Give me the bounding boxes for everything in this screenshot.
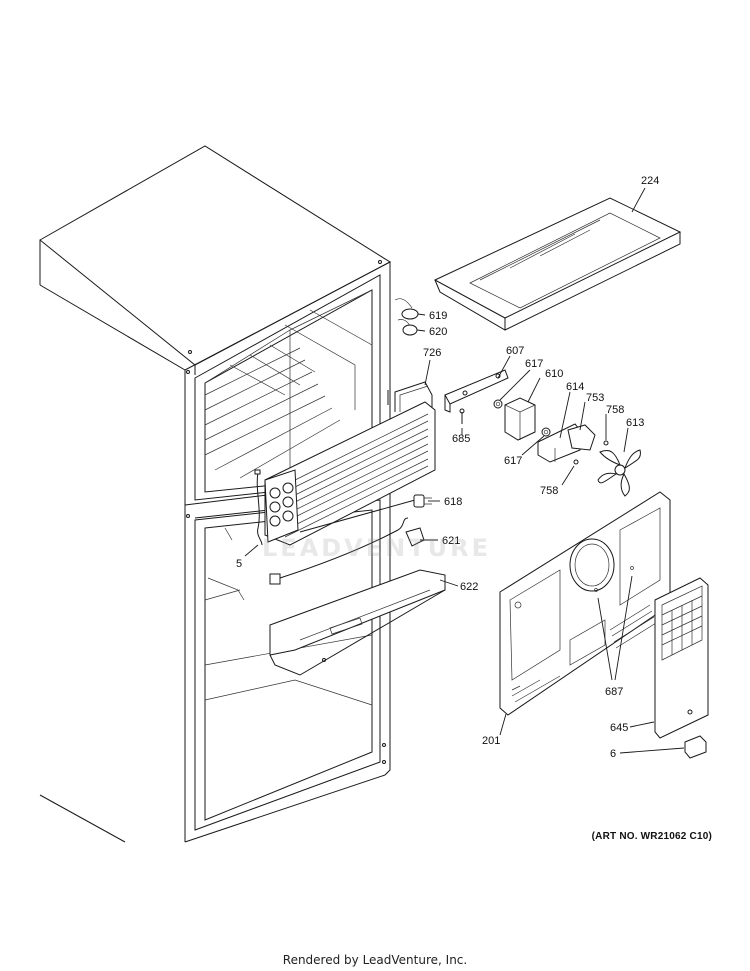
thermostat-619[interactable]	[394, 298, 419, 320]
callout-622[interactable]: 622	[460, 581, 478, 593]
callout-645[interactable]: 645	[610, 722, 628, 734]
evaporator-cover-201[interactable]	[499, 491, 671, 716]
callout-617-bottom[interactable]: 617	[504, 455, 522, 467]
art-number: (ART NO. WR21062 C10)	[591, 831, 712, 842]
callout-labels: 224 619 620 726 607 617 610 614 753 758 …	[236, 175, 659, 760]
callout-607[interactable]: 607	[506, 345, 524, 357]
callout-758-top[interactable]: 758	[606, 404, 624, 416]
evaporator-tubes	[284, 413, 429, 538]
screw-758-top[interactable]	[603, 440, 609, 446]
callout-620[interactable]: 620	[429, 326, 447, 338]
callout-617-top[interactable]: 617	[525, 358, 543, 370]
leader-lines	[244, 187, 685, 754]
callout-5[interactable]: 5	[236, 558, 242, 570]
footer-credit: Rendered by LeadVenture, Inc.	[282, 953, 468, 967]
callout-618[interactable]: 618	[444, 496, 462, 508]
screw-758-bottom[interactable]	[573, 459, 579, 465]
callout-201[interactable]: 201	[482, 735, 500, 747]
clip-6[interactable]	[684, 735, 707, 759]
callout-613[interactable]: 613	[626, 417, 644, 429]
duct-grille	[661, 595, 703, 655]
grommet-617-bottom[interactable]	[541, 427, 551, 437]
air-duct-645[interactable]	[654, 577, 709, 739]
callout-614[interactable]: 614	[566, 381, 584, 393]
grommet-617-top[interactable]	[493, 399, 503, 409]
sensor-618[interactable]	[299, 494, 432, 533]
fan-motor-610[interactable]	[504, 397, 536, 441]
thermostat-620[interactable]	[397, 319, 418, 336]
callout-621[interactable]: 621	[442, 535, 460, 547]
screw-685[interactable]	[459, 408, 465, 424]
watermark-text: LEADVENTURE	[262, 534, 491, 562]
callout-685[interactable]: 685	[452, 433, 470, 445]
callout-224[interactable]: 224	[641, 175, 659, 187]
callout-758-bottom[interactable]: 758	[540, 485, 558, 497]
callout-726[interactable]: 726	[423, 347, 441, 359]
callout-687[interactable]: 687	[605, 686, 623, 698]
callout-753[interactable]: 753	[586, 392, 604, 404]
fan-blade-613[interactable]	[597, 449, 641, 497]
callout-6[interactable]: 6	[610, 748, 616, 760]
refrigerator-cabinet	[39, 145, 392, 843]
shield-753[interactable]	[567, 424, 596, 451]
bracket-607[interactable]	[444, 369, 509, 413]
callout-610[interactable]: 610	[545, 368, 563, 380]
freezer-shelf-224[interactable]	[433, 197, 682, 331]
defrost-heater-5[interactable]	[254, 469, 263, 546]
evaporator-726[interactable]	[264, 381, 436, 546]
cover-vents	[511, 604, 657, 703]
callout-619[interactable]: 619	[429, 310, 447, 322]
freezer-ribs	[204, 344, 341, 479]
drain-trough-622[interactable]	[269, 569, 446, 676]
